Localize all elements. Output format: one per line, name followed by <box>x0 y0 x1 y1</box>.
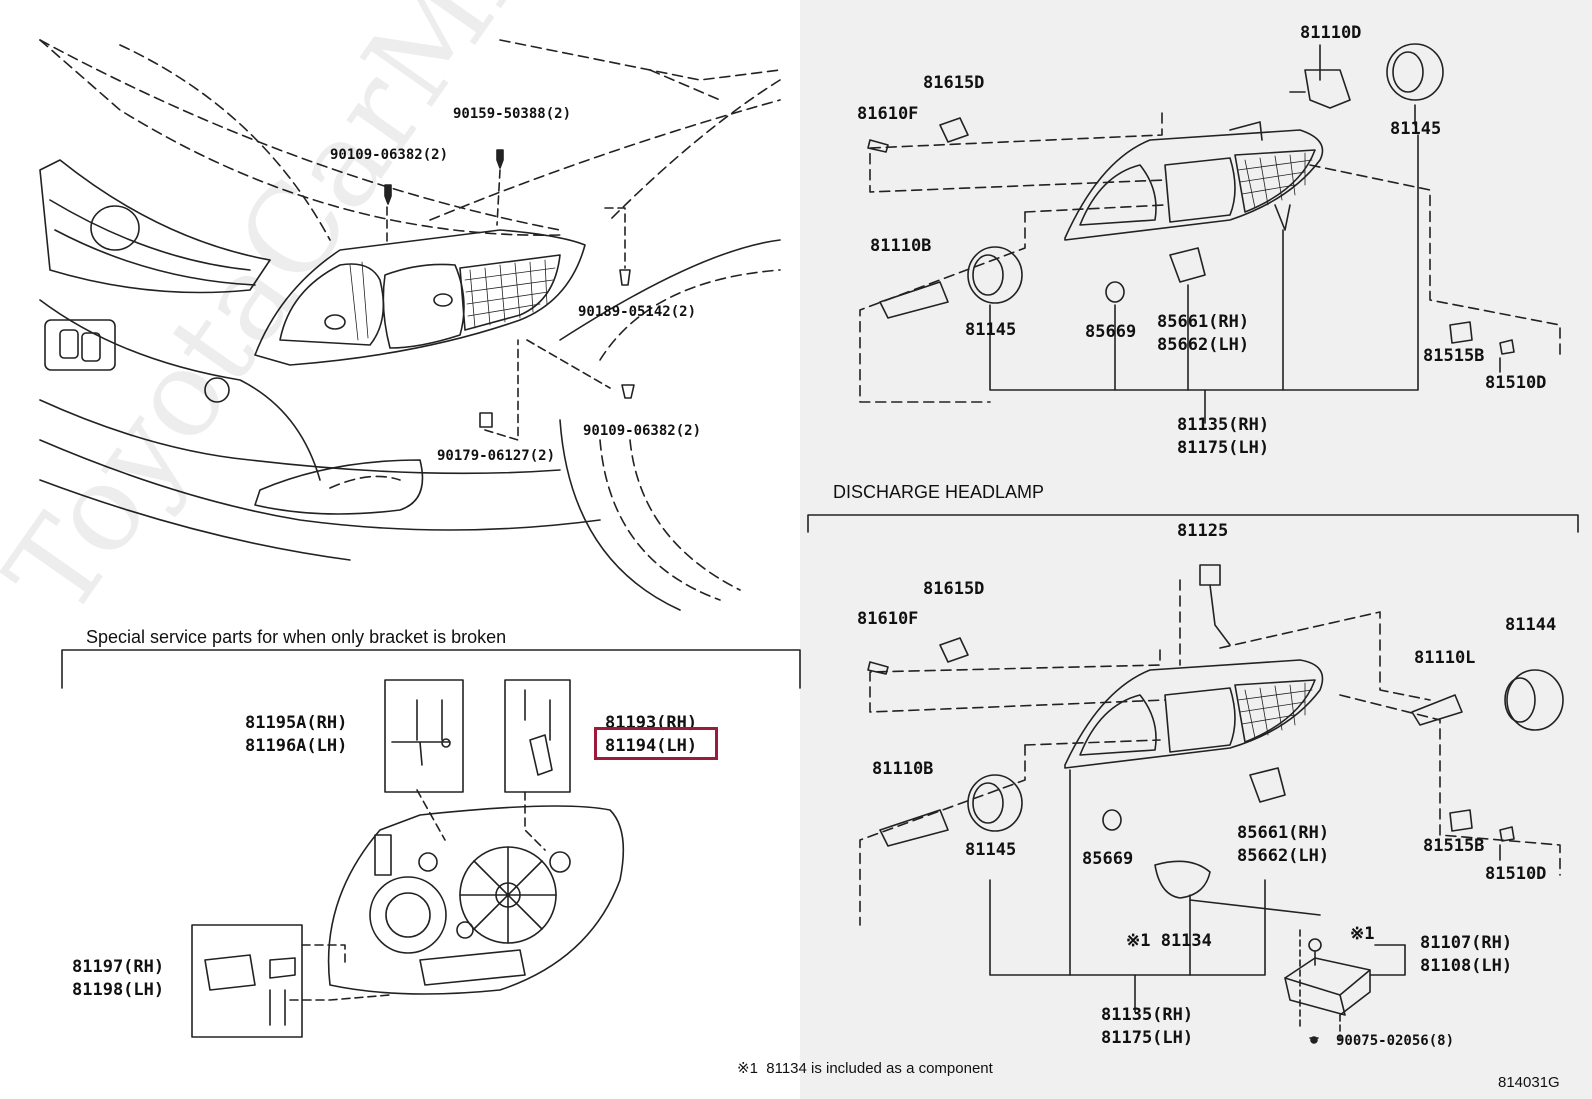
label-81110l: 81110L <box>1414 648 1476 668</box>
label-81615d: 81615D <box>923 73 985 93</box>
label-81175: 81175(LH) <box>1177 438 1270 458</box>
label-85661-discharge: 85661(RH) <box>1237 823 1330 843</box>
label-81195a: 81195A(RH) <box>245 713 348 733</box>
label-81145: 81145 <box>965 320 1017 340</box>
label-81196a: 81196A(LH) <box>245 736 348 756</box>
label-81510d: 81510D <box>1485 373 1547 393</box>
label-81110d: 81110D <box>1300 23 1362 43</box>
car-front-drawing <box>39 39 781 611</box>
label-81194: 81194(LH) <box>605 736 698 756</box>
label-81198: 81198(LH) <box>72 980 165 1000</box>
highlight-box <box>594 727 718 760</box>
label-85669-discharge: 85669 <box>1082 849 1134 869</box>
label-81515b: 81515B <box>1423 346 1485 366</box>
label-81108: 81108(LH) <box>1420 956 1513 976</box>
label-81134: ※1 81134 <box>1126 931 1212 951</box>
label-81615d-discharge: 81615D <box>923 579 985 599</box>
label-mark1: ※1 <box>1350 924 1375 944</box>
right-panel-background <box>800 0 1592 1099</box>
label-81135: 81135(RH) <box>1177 415 1270 435</box>
label-90109-06382-lower: 90109-06382(2) <box>583 423 702 439</box>
label-81515b-discharge: 81515B <box>1423 836 1485 856</box>
label-81125: 81125 <box>1177 521 1229 541</box>
label-81610f: 81610F <box>857 104 919 124</box>
bracket-detail-drawing <box>61 649 801 1038</box>
label-81145-top: 81145 <box>1390 119 1442 139</box>
halogen-headlamp-drawing <box>859 43 1561 424</box>
label-90179-06127: 90179-06127(2) <box>437 448 556 464</box>
label-81145-discharge: 81145 <box>965 840 1017 860</box>
discharge-headlamp-drawing <box>807 514 1579 1044</box>
label-81110b-discharge: 81110B <box>872 759 934 779</box>
label-90109-06382-upper: 90109-06382(2) <box>330 147 449 163</box>
label-81510d-discharge: 81510D <box>1485 864 1547 884</box>
label-85662: 85662(LH) <box>1157 335 1250 355</box>
label-81107: 81107(RH) <box>1420 933 1513 953</box>
label-81135-discharge: 81135(RH) <box>1101 1005 1194 1025</box>
label-81610f-discharge: 81610F <box>857 609 919 629</box>
footnote: ※1 81134 is included as a component <box>737 1060 993 1077</box>
label-85669: 85669 <box>1085 322 1137 342</box>
figure-id: 814031G <box>1498 1074 1560 1091</box>
label-81144: 81144 <box>1505 615 1557 635</box>
label-90159-50388: 90159-50388(2) <box>453 106 572 122</box>
special-service-title: Special service parts for when only brac… <box>86 627 507 647</box>
label-90075-02056: 90075-02056(8) <box>1336 1033 1455 1049</box>
label-85661: 85661(RH) <box>1157 312 1250 332</box>
discharge-headlamp-title: DISCHARGE HEADLAMP <box>833 482 1045 502</box>
label-85662-discharge: 85662(LH) <box>1237 846 1330 866</box>
label-90189-05142: 90189-05142(2) <box>578 304 697 320</box>
label-81197: 81197(RH) <box>72 957 165 977</box>
label-81175-discharge: 81175(LH) <box>1101 1028 1194 1048</box>
label-81110b: 81110B <box>870 236 932 256</box>
